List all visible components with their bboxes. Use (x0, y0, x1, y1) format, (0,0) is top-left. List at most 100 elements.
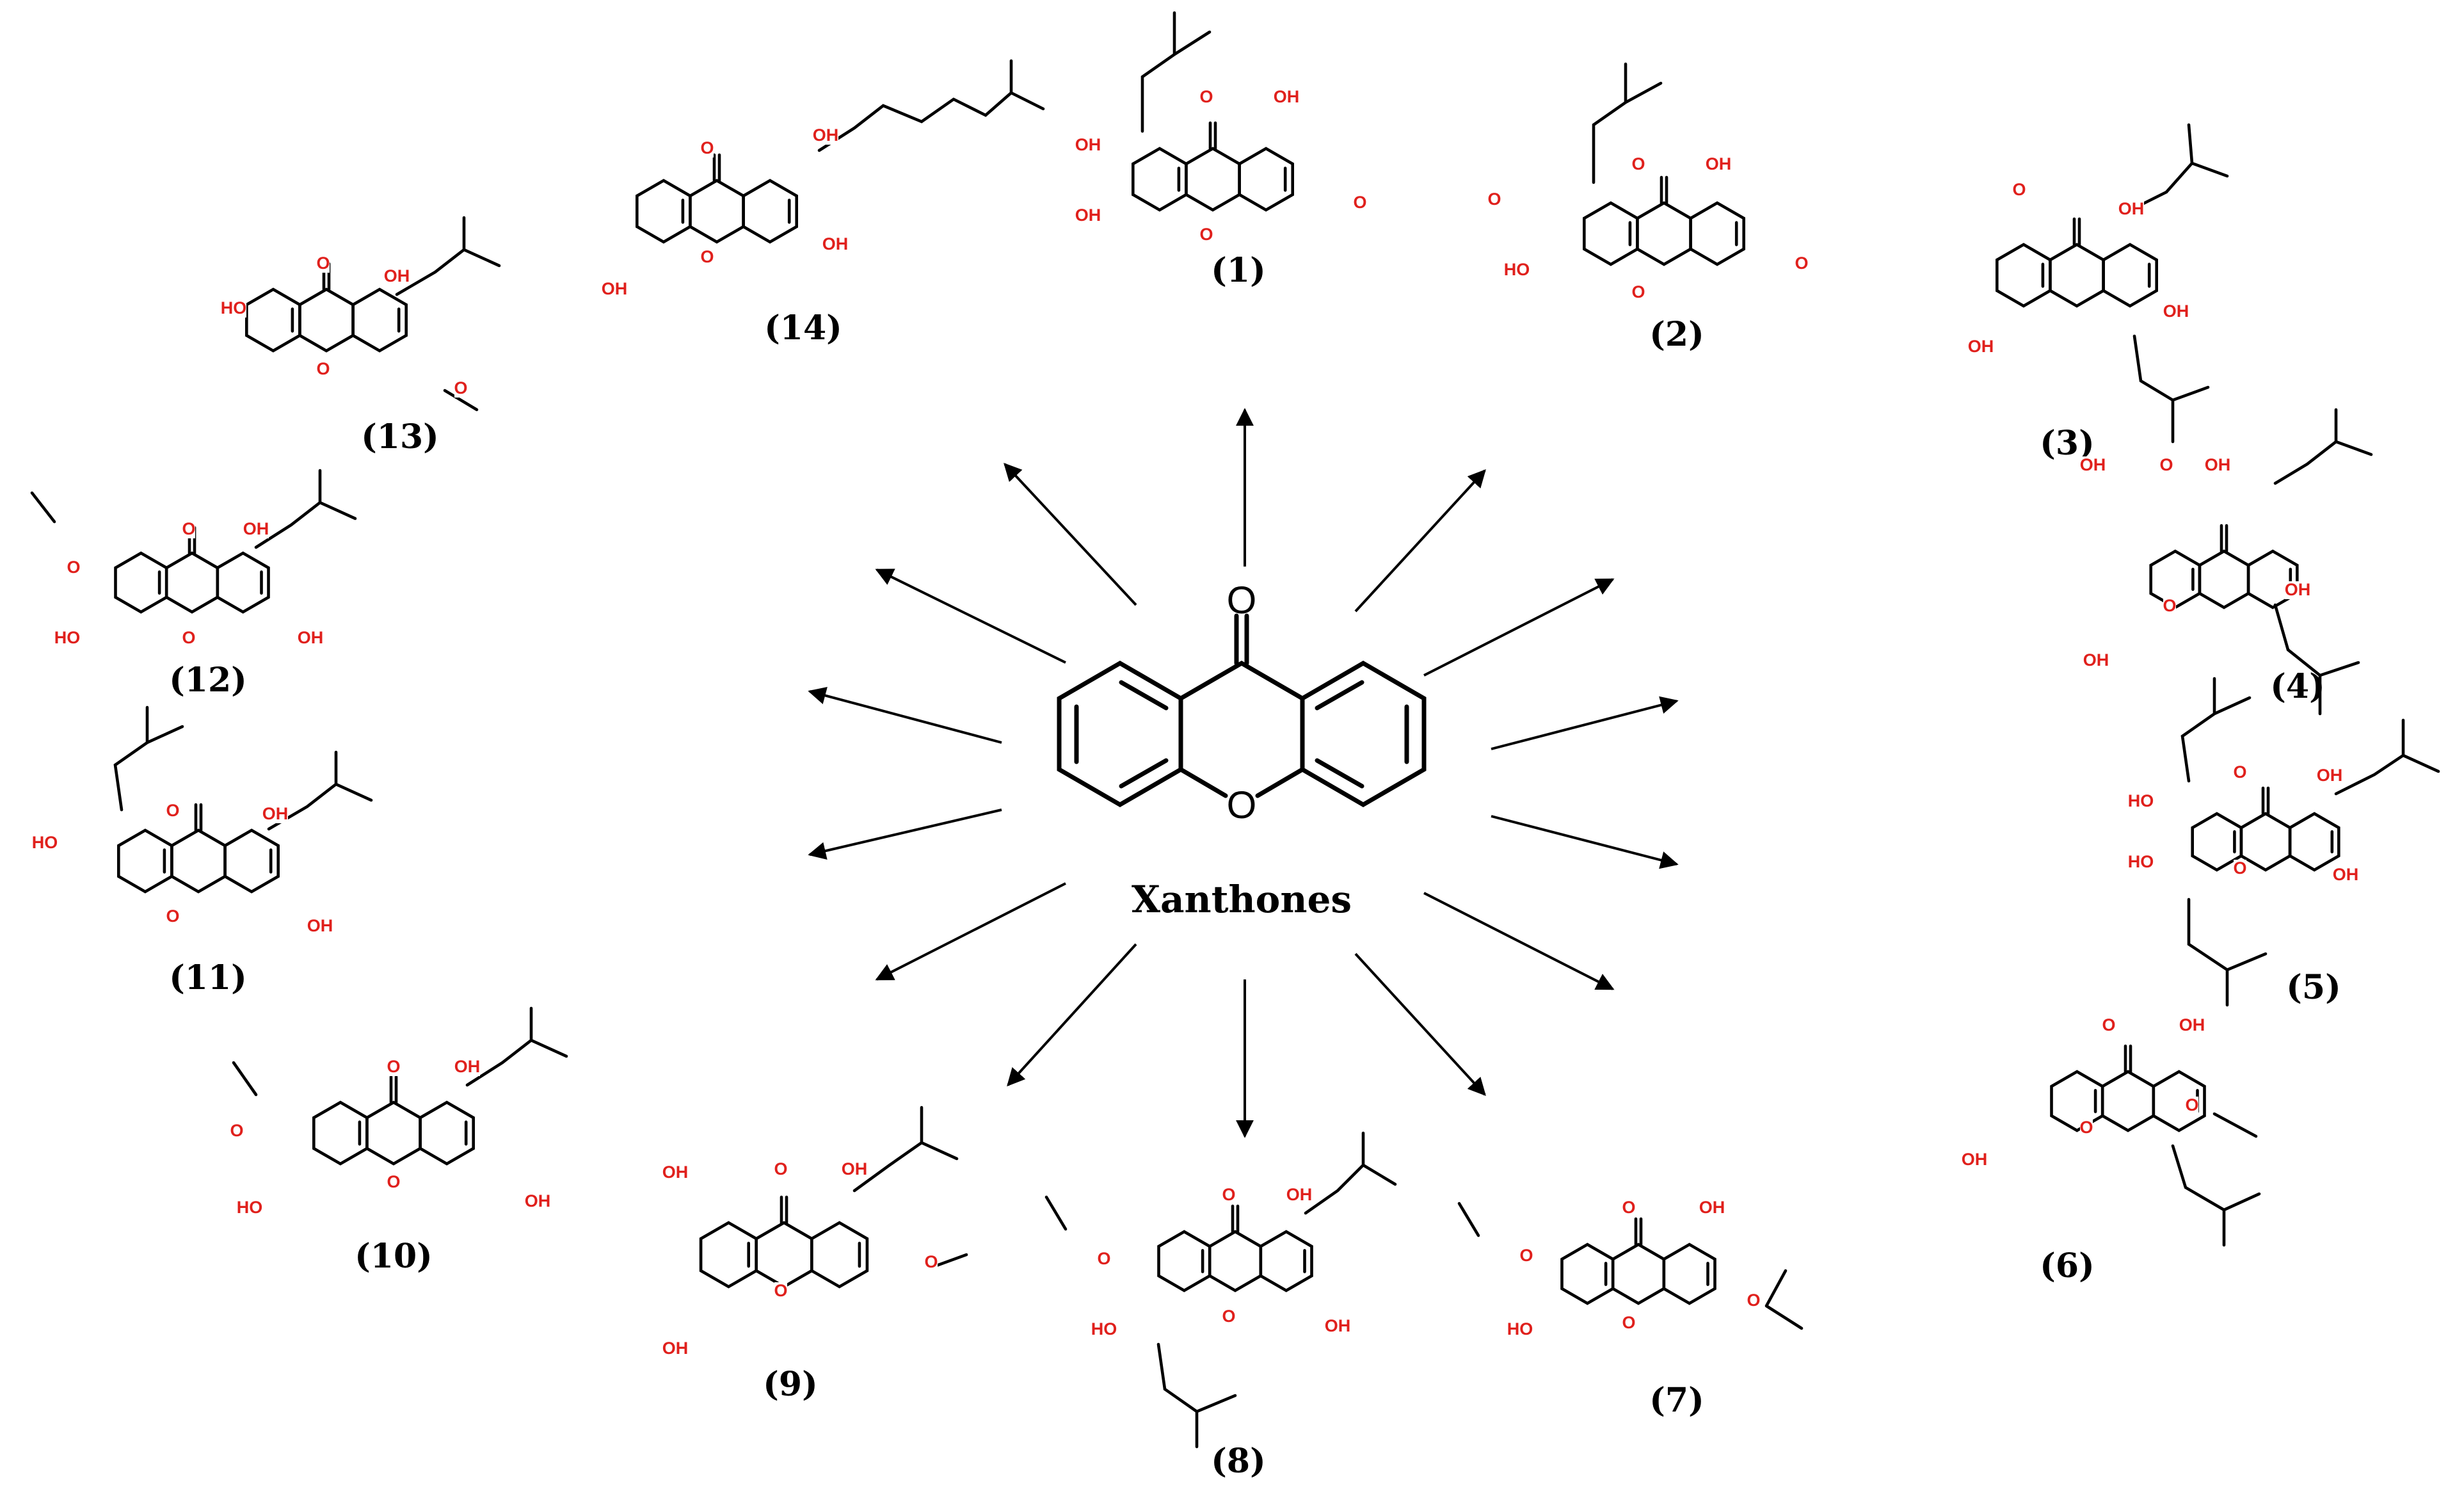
compound-1-atom-mask (1200, 88, 1213, 106)
compound-2-atom-mask (1504, 261, 1530, 279)
compound-3-atom-label: O (2012, 180, 2026, 199)
compound-4-atom-label: OH (2205, 455, 2231, 474)
compound-6-side-chains (2171, 1112, 2261, 1247)
compound-9-atom-label: O (924, 1252, 938, 1271)
compound-11-atom-mask (307, 917, 333, 935)
compound-2-atom-label: OH (1706, 154, 1732, 173)
compound-7-ring-3 (1662, 1243, 1716, 1305)
compound-3-ring-3 (2102, 243, 2158, 308)
compound-7-caption: (7) (1649, 1381, 1704, 1420)
compound-5-atom-label: OH (2333, 865, 2359, 884)
compound-2-carbonyl (1660, 175, 1668, 205)
compound-13-atom-mask (454, 380, 467, 398)
compound-4-side-chains (2273, 408, 2373, 716)
compound-3-caption: (3) (2040, 424, 2094, 463)
compound-11-atom-mask (166, 802, 179, 820)
compound-9-side-chains (852, 1106, 968, 1269)
compound-6-atom-label: OH (1962, 1150, 1988, 1169)
compound-7-carbonyl (1634, 1217, 1643, 1246)
compound-9-atom-label: OH (662, 1163, 689, 1182)
compound-11-atom-label: O (166, 906, 179, 926)
compound-3-ring-2 (2049, 243, 2105, 308)
compound-1-atom-label: OH (1274, 87, 1300, 106)
compound-8-atom-mask (1325, 1317, 1350, 1335)
compound-8-atom-mask (1091, 1321, 1117, 1339)
compound-14-atom-mask (701, 140, 714, 157)
compound-3-atom-mask (1968, 338, 1994, 356)
compound-8-ring-3 (1259, 1230, 1313, 1292)
compound-12-atom-label: OH (243, 519, 269, 538)
compound-5-atom-label: O (2233, 762, 2246, 782)
compound-7-atom-label: O (1747, 1291, 1760, 1310)
compound-6-atom-label: OH (2179, 1015, 2205, 1034)
compound-2-atom-label: O (1631, 282, 1645, 302)
compound-7-side-chains (1457, 1202, 1804, 1330)
compound-3-atom-label: OH (1968, 337, 1994, 356)
compound-13-ring-2 (298, 287, 355, 353)
compound-5-atom-mask (2128, 793, 2154, 810)
compound-7-atom-mask (1622, 1314, 1635, 1332)
compound-9-atom-mask (774, 1282, 787, 1300)
compound-7-atom-mask (1520, 1247, 1533, 1265)
compound-10-atom-mask (387, 1173, 400, 1191)
compound-14-atom-label: OH (602, 279, 628, 298)
compound-11-atom-mask (32, 834, 58, 852)
compound-12-ring-2 (164, 551, 220, 614)
compound-14-side-chains (817, 59, 1045, 152)
compound-6-caption: (6) (2040, 1246, 2094, 1285)
compound-3-atom-mask (2163, 303, 2189, 321)
arrow-to-compound-11 (808, 809, 1002, 860)
compound-14-atom-mask (701, 248, 714, 266)
compound-10-side-chains (232, 1006, 568, 1097)
compound-1-atom-label: O (1353, 193, 1366, 212)
compound-8-atom-label: HO (1091, 1319, 1117, 1339)
compound-7-atom-label: O (1519, 1246, 1533, 1265)
compound-12-atom-mask (67, 559, 80, 577)
compound-4-atom-label: O (2163, 596, 2176, 615)
compound-4-atom-label: OH (2080, 455, 2106, 474)
arrow-to-compound-4 (1491, 696, 1679, 750)
compound-3-carbonyl (2072, 217, 2081, 246)
compound-2-side-chains (1592, 62, 1663, 184)
compound-5-carbonyl (2261, 786, 2270, 816)
compound-5-atom-mask (2333, 866, 2358, 884)
compound-10-atom-mask (525, 1193, 550, 1211)
compound-7-atom-mask (1699, 1199, 1725, 1217)
compound-12-atom-label: HO (54, 628, 81, 647)
compound-11-side-chains (113, 705, 373, 831)
compound-11-atom-label: O (166, 801, 179, 820)
compound-9-ring-3 (810, 1221, 869, 1289)
compound-11-atom-mask (262, 805, 288, 823)
compound-13-atom-mask (384, 268, 410, 286)
compound-9-atom-label: OH (662, 1339, 689, 1358)
compound-14-caption: (14) (764, 309, 842, 348)
compound-9-carbonyl (780, 1195, 788, 1225)
compound-6-carbonyl (2124, 1044, 2132, 1074)
compound-10-atom-label: O (387, 1172, 400, 1191)
arrow-to-compound-3 (1423, 578, 1615, 677)
compound-2-atom-mask (1706, 156, 1731, 173)
compound-14-atom-mask (813, 127, 838, 145)
compound-4-atom-mask (2285, 581, 2310, 599)
compound-10-atom-label: HO (237, 1198, 263, 1217)
compound-12-atom-label: O (182, 628, 195, 647)
compound-5-atom-mask (2234, 764, 2246, 782)
compound-6-atom-mask (2179, 1017, 2205, 1034)
compound-6-atom-label: O (2102, 1015, 2115, 1034)
compound-6-atom-label: O (2185, 1095, 2198, 1115)
compound-7-atom-label: HO (1507, 1319, 1533, 1339)
compound-7-atom-mask (1507, 1321, 1533, 1339)
compound-10-caption: (10) (355, 1237, 433, 1276)
compound-8-carbonyl (1231, 1204, 1240, 1234)
compound-8-atom-mask (1286, 1186, 1312, 1204)
compound-4-ring-3 (2246, 549, 2299, 609)
compound-14-atom-label: OH (813, 125, 839, 145)
compound-5-atom-label: HO (2128, 791, 2154, 810)
compound-10-atom-mask (387, 1058, 400, 1076)
